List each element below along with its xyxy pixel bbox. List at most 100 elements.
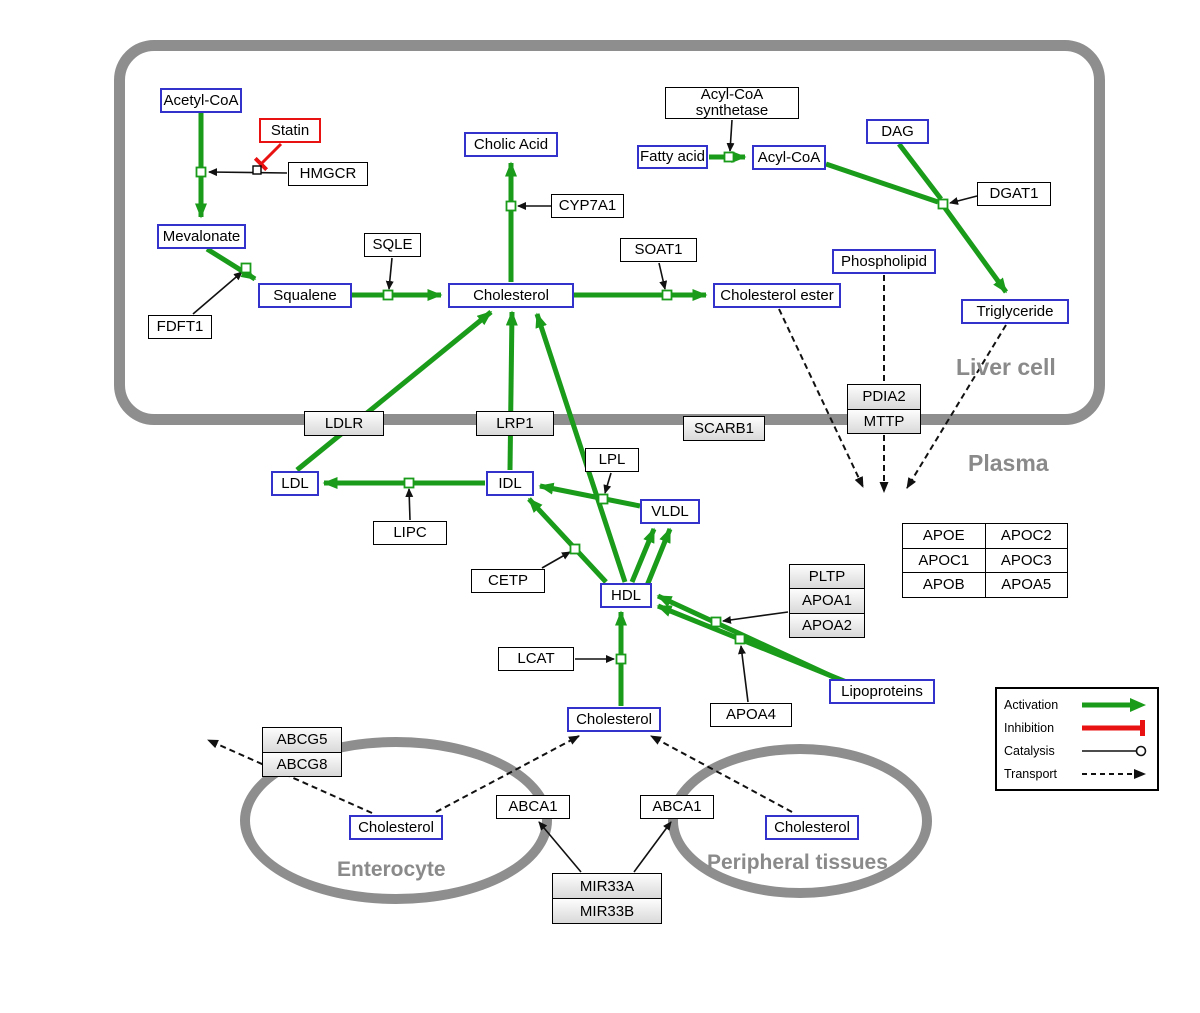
anchor-dgat1-junction [937, 198, 949, 210]
node-mevalonate[interactable]: Mevalonate [157, 224, 246, 249]
node-abcg8[interactable]: ABCG8 [263, 752, 341, 776]
liver-cell-label: Liver cell [956, 354, 1056, 380]
edge-junction-to-triglyceride [942, 206, 1009, 294]
node-fdft1[interactable]: FDFT1 [148, 315, 212, 339]
node-soat1[interactable]: SOAT1 [620, 238, 697, 262]
anchor-hmgcr [252, 165, 262, 175]
edge-hdl-to-vldl-1 [629, 527, 657, 583]
edge-apoa4-catalysis [738, 645, 749, 703]
node-lcat[interactable]: LCAT [498, 647, 574, 671]
node-hdl[interactable]: HDL [600, 583, 652, 608]
node-apob[interactable]: APOB [903, 573, 985, 597]
edge-pltp-apoa-catalysis [722, 611, 789, 624]
node-lrp1[interactable]: LRP1 [476, 411, 554, 436]
edge-hdl-to-cholesterol-liver [534, 312, 628, 583]
legend-row-activation: Activation [1004, 696, 1150, 714]
edge-dgat1-catalysis [949, 195, 978, 205]
legend: Activation Inhibition Catalysis Transpor… [995, 687, 1159, 791]
node-cetp[interactable]: CETP [471, 569, 545, 593]
node-cholesterol-liver[interactable]: Cholesterol [448, 283, 574, 308]
node-ldlr[interactable]: LDLR [304, 411, 384, 436]
enterocyte-label: Enterocyte [337, 858, 446, 881]
node-acetyl-coa[interactable]: Acetyl-CoA [160, 88, 242, 113]
node-lipoproteins[interactable]: Lipoproteins [829, 679, 935, 704]
edge-enterocyte-cholesterol-to-plasma [435, 735, 580, 813]
edge-sqle-catalysis [385, 257, 394, 290]
anchor-idl-ldl [403, 477, 415, 489]
node-statin[interactable]: Statin [259, 118, 321, 143]
legend-catalysis-label: Catalysis [1004, 743, 1055, 758]
edge-statin-inhibits-hmgcr [253, 142, 283, 172]
node-apoc3[interactable]: APOC3 [985, 548, 1067, 572]
node-sqle[interactable]: SQLE [364, 233, 421, 257]
anchor-fattyacid-acylcoa [723, 151, 735, 163]
node-scarb1[interactable]: SCARB1 [683, 416, 765, 441]
node-group-abcg: ABCG5 ABCG8 [262, 727, 342, 777]
node-pdia2[interactable]: PDIA2 [848, 385, 920, 409]
edge-acylcoa-synthetase-catalysis [726, 119, 735, 152]
node-apoa1[interactable]: APOA1 [790, 589, 864, 613]
node-apoc1[interactable]: APOC1 [903, 548, 985, 572]
anchor-vldl-idl [597, 493, 609, 505]
node-acyl-coa[interactable]: Acyl-CoA [752, 145, 826, 170]
node-abca1-right[interactable]: ABCA1 [640, 795, 714, 819]
node-fatty-acid[interactable]: Fatty acid [637, 145, 708, 169]
edge-cetp-catalysis [541, 551, 571, 569]
node-group-pltp-apoa: PLTP APOA1 APOA2 [789, 564, 865, 638]
node-cholesterol-ester[interactable]: Cholesterol ester [713, 283, 841, 308]
node-group-pdia2-mttp: PDIA2 MTTP [847, 384, 921, 434]
edge-fdft1-catalysis [192, 271, 243, 315]
node-lipc[interactable]: LIPC [373, 521, 447, 545]
node-dgat1[interactable]: DGAT1 [977, 182, 1051, 206]
edge-acylcoa-to-dgat1-junction [825, 161, 939, 205]
legend-row-catalysis: Catalysis [1004, 742, 1150, 760]
node-phospholipid[interactable]: Phospholipid [832, 249, 936, 274]
node-cholesterol-peripheral[interactable]: Cholesterol [765, 815, 859, 840]
node-dag[interactable]: DAG [866, 119, 929, 144]
edge-mevalonate-to-squalene [205, 246, 257, 282]
node-apoa4[interactable]: APOA4 [710, 703, 792, 727]
node-mttp[interactable]: MTTP [848, 409, 920, 433]
node-pltp[interactable]: PLTP [790, 565, 864, 589]
node-abcg5[interactable]: ABCG5 [263, 728, 341, 752]
edge-cholesterolester-transport [778, 308, 864, 488]
peripheral-tissues-label: Peripheral tissues [707, 851, 888, 874]
edge-idl-to-cholesterol-via-lrp1 [505, 310, 518, 471]
node-idl[interactable]: IDL [486, 471, 534, 496]
node-abca1-left[interactable]: ABCA1 [496, 795, 570, 819]
anchor-cholesterol-hdl [615, 653, 627, 665]
node-ldl[interactable]: LDL [271, 471, 319, 496]
node-acyl-coa-synthetase[interactable]: Acyl-CoA synthetase [665, 87, 799, 119]
node-mir33b[interactable]: MIR33B [553, 899, 661, 923]
anchor-squalene-cholesterol [382, 289, 394, 301]
node-apoa5[interactable]: APOA5 [985, 573, 1067, 597]
edge-ldl-to-cholesterol-via-ldlr [295, 310, 493, 472]
enterocyte-membrane [240, 737, 552, 904]
node-triglyceride[interactable]: Triglyceride [961, 299, 1069, 324]
edge-dag-to-dgat1-junction [897, 142, 943, 201]
edge-peripheral-cholesterol-to-plasma [650, 735, 793, 813]
node-cholesterol-enterocyte[interactable]: Cholesterol [349, 815, 443, 840]
node-squalene[interactable]: Squalene [258, 283, 352, 308]
anchor-mevalonate-squalene [240, 262, 252, 274]
edge-lipc-catalysis [405, 488, 414, 521]
activation-arrow-icon [1082, 697, 1146, 712]
node-apoa2[interactable]: APOA2 [790, 613, 864, 637]
node-apoc2[interactable]: APOC2 [985, 524, 1067, 548]
node-cyp7a1[interactable]: CYP7A1 [551, 194, 624, 218]
node-cholic-acid[interactable]: Cholic Acid [464, 132, 558, 157]
node-apoe[interactable]: APOE [903, 524, 985, 548]
node-lpl[interactable]: LPL [585, 448, 639, 472]
node-cholesterol-plasma[interactable]: Cholesterol [567, 707, 661, 732]
catalysis-circle-icon [1082, 745, 1147, 756]
plasma-label: Plasma [968, 450, 1049, 476]
anchor-cholesterol-ester [661, 289, 673, 301]
node-hmgcr[interactable]: HMGCR [288, 162, 368, 186]
node-vldl[interactable]: VLDL [640, 499, 700, 524]
node-mir33a[interactable]: MIR33A [553, 874, 661, 898]
peripheral-tissues-membrane [668, 744, 932, 898]
anchor-hdl-idl [569, 543, 581, 555]
edge-triglyceride-transport [906, 324, 1007, 489]
